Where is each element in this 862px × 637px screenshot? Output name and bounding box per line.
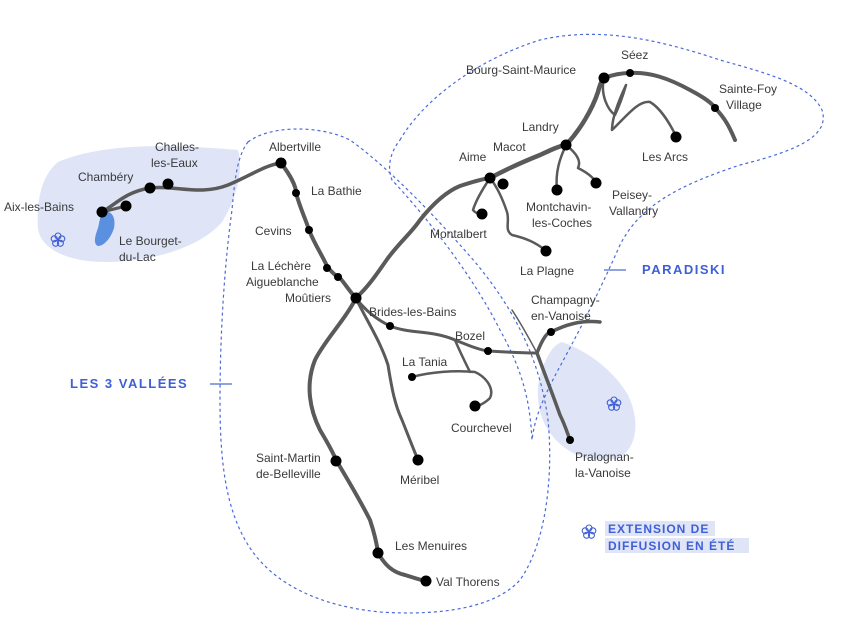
town-dot-montalbert[interactable] — [476, 208, 488, 220]
extension-area-pralognan — [537, 342, 636, 460]
town-dot-la-bathie[interactable] — [292, 189, 300, 197]
road-la-plagne — [488, 176, 547, 252]
zone-label-paradiski: PARADISKI — [642, 262, 726, 277]
label-challes-1: Challes- — [155, 140, 199, 154]
town-dot-macot[interactable] — [497, 178, 509, 190]
label-pralognan-1: Pralognan- — [575, 450, 634, 464]
label-meribel: Méribel — [400, 473, 439, 487]
label-bourget-1: Le Bourget- — [119, 234, 182, 248]
label-champagny-1: Champagny- — [531, 293, 600, 307]
label-la-bathie: La Bathie — [311, 184, 362, 198]
label-montalbert: Montalbert — [430, 227, 487, 241]
label-seez: Séez — [621, 48, 648, 62]
label-landry: Landry — [522, 120, 559, 134]
lake-bourget — [94, 211, 115, 246]
label-peisey-2: Vallandry — [609, 204, 658, 218]
town-dot-moutiers[interactable] — [350, 292, 362, 304]
label-saint-martin-2: de-Belleville — [256, 467, 321, 481]
town-dot-la-plagne[interactable] — [540, 245, 552, 257]
road-bozel-aime — [511, 309, 538, 354]
town-dot-val-thorens[interactable] — [420, 575, 432, 587]
town-dot-saint-martin[interactable] — [330, 455, 342, 467]
town-dot-aix-les-bains[interactable] — [96, 206, 108, 218]
legend-highlight-1 — [605, 521, 715, 536]
zone-label-3-vallees: LES 3 VALLÉES — [70, 376, 188, 391]
town-dot-montchavin[interactable] — [551, 184, 563, 196]
town-dot-sainte-foy[interactable] — [711, 104, 719, 112]
road-les-arcs — [601, 76, 678, 138]
label-sainte-foy-2: Village — [726, 98, 762, 112]
town-dot-bourget[interactable] — [120, 200, 132, 212]
label-sainte-foy-1: Sainte-Foy — [719, 82, 777, 96]
legend: EXTENSION DE DIFFUSION EN ÉTÉ — [581, 521, 749, 553]
label-macot: Macot — [493, 140, 526, 154]
label-val-thorens: Val Thorens — [436, 575, 500, 589]
town-dot-peisey[interactable] — [590, 177, 602, 189]
label-brides: Brides-les-Bains — [369, 305, 456, 319]
road-network — [100, 70, 737, 583]
label-chambery: Chambéry — [78, 170, 133, 184]
legend-line-2: DIFFUSION EN ÉTÉ — [608, 538, 735, 553]
town-dot-champagny[interactable] — [547, 328, 555, 336]
label-aigueblanche: Aigueblanche — [246, 275, 319, 289]
label-la-tania: La Tania — [402, 355, 447, 369]
town-dot-meribel[interactable] — [412, 454, 424, 466]
road-moutiers-stmartin — [307, 296, 428, 583]
label-challes-2: les-Eaux — [151, 156, 198, 170]
town-markers — [96, 69, 719, 587]
label-bourget-2: du-Lac — [119, 250, 156, 264]
road-montchavin — [555, 143, 598, 192]
legend-line-1: EXTENSION DE — [608, 522, 709, 536]
town-dot-aime[interactable] — [484, 172, 496, 184]
town-dot-bozel[interactable] — [484, 347, 492, 355]
label-les-arcs: Les Arcs — [642, 150, 688, 164]
road-meribel — [354, 296, 420, 462]
town-dot-brides[interactable] — [386, 322, 394, 330]
town-dot-landry[interactable] — [560, 139, 572, 151]
town-labels: Aix-les-Bains Chambéry Challes- les-Eaux… — [4, 48, 777, 589]
legend-highlight-2 — [605, 538, 749, 553]
road-aix-albertville — [100, 161, 283, 214]
label-aix-les-bains: Aix-les-Bains — [4, 200, 74, 214]
label-albertville: Albertville — [269, 140, 321, 154]
label-montchavin-1: Montchavin- — [526, 200, 591, 214]
town-dot-seez[interactable] — [626, 69, 634, 77]
road-moutiers-aime — [354, 176, 492, 300]
town-dot-aigueblanche[interactable] — [334, 273, 342, 281]
label-courchevel: Courchevel — [451, 421, 512, 435]
town-dot-albertville[interactable] — [275, 157, 287, 169]
label-saint-martin-1: Saint-Martin — [256, 451, 321, 465]
extension-area-chambery — [37, 146, 241, 262]
town-dot-bourg-saint-maurice[interactable] — [598, 72, 610, 84]
town-dot-challes[interactable] — [162, 178, 174, 190]
road-bsm-saintefoy — [602, 70, 737, 142]
zone-labels: PARADISKI LES 3 VALLÉES — [70, 262, 726, 391]
road-courchevel — [410, 338, 493, 408]
label-montchavin-2: les-Coches — [532, 216, 592, 230]
label-la-plagne: La Plagne — [520, 264, 574, 278]
town-dot-les-menuires[interactable] — [372, 547, 384, 559]
label-bourg-saint-maurice: Bourg-Saint-Maurice — [466, 63, 576, 77]
town-dot-pralognan[interactable] — [566, 436, 574, 444]
town-dot-les-arcs[interactable] — [670, 131, 682, 143]
label-cevins: Cevins — [255, 224, 292, 238]
town-dot-cevins[interactable] — [305, 226, 313, 234]
label-les-menuires: Les Menuires — [395, 539, 467, 553]
label-la-lechere: La Léchère — [251, 259, 311, 273]
town-dot-chambery[interactable] — [144, 182, 156, 194]
label-peisey-1: Peisey- — [612, 188, 652, 202]
flower-icon — [581, 524, 597, 539]
label-bozel: Bozel — [455, 329, 485, 343]
zone-border-3-vallees — [219, 128, 551, 614]
town-dot-la-tania[interactable] — [408, 373, 416, 381]
label-aime: Aime — [459, 150, 487, 164]
label-moutiers: Moûtiers — [285, 291, 331, 305]
label-champagny-2: en-Vanoise — [531, 309, 591, 323]
town-dot-la-lechere[interactable] — [323, 264, 331, 272]
town-dot-courchevel[interactable] — [469, 400, 481, 412]
label-pralognan-2: la-Vanoise — [575, 466, 631, 480]
